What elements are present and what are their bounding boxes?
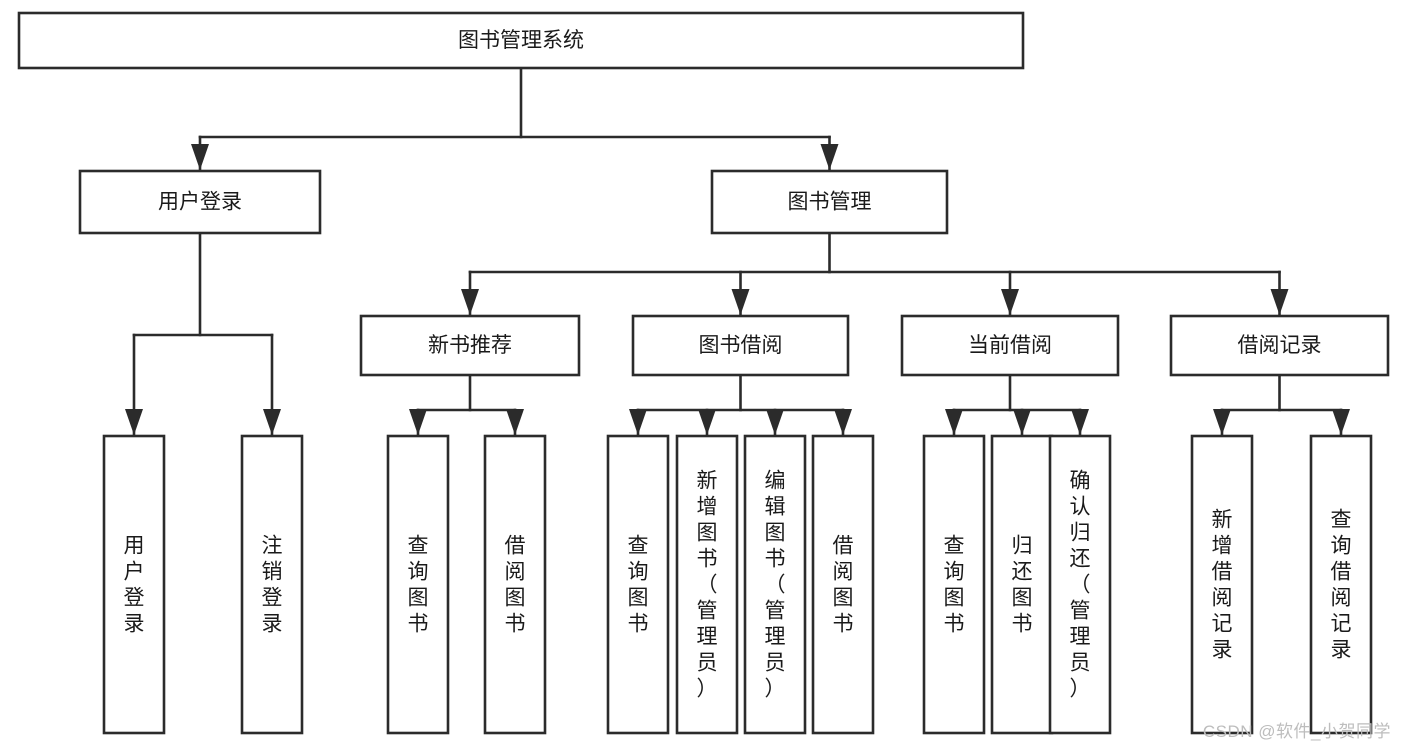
node-label-leaf-borrow-book: 借阅图书: [833, 535, 854, 636]
node-leaf-edit-book-admin[interactable]: 编辑图书（管理员）: [743, 434, 807, 735]
book-management-branch-arrow-0: [461, 289, 479, 315]
node-label-new-book-recommend: 新书推荐: [428, 334, 512, 357]
node-user-login[interactable]: 用户登录: [78, 169, 322, 235]
node-leaf-user-login[interactable]: 用户登录: [102, 434, 166, 735]
node-label-leaf-query-book-current: 查询图书: [944, 535, 965, 636]
book-management-branch-arrow-1: [731, 289, 750, 315]
current-borrow-branch-arrow-1: [1013, 409, 1031, 435]
node-label-leaf-confirm-return-admin: 确认归还（管理员）: [1070, 470, 1091, 701]
node-label-leaf-add-borrow-record: 新增借阅记录: [1212, 509, 1233, 662]
node-box-leaf-add-borrow-record: [1190, 434, 1254, 735]
node-box-leaf-borrow-book: [811, 434, 875, 735]
node-leaf-borrow-book-recommend[interactable]: 借阅图书: [483, 434, 547, 735]
node-box-leaf-borrow-book-recommend: [483, 434, 547, 735]
user-login-branch-arrow-1: [263, 409, 281, 435]
node-leaf-return-book[interactable]: 归还图书: [990, 434, 1054, 735]
book-management-branch-arrow-2: [1001, 289, 1019, 315]
node-box-user-login: [78, 169, 322, 235]
node-new-book-recommend[interactable]: 新书推荐: [359, 314, 581, 377]
node-box-book-borrow: [631, 314, 850, 377]
node-leaf-query-book-recommend[interactable]: 查询图书: [386, 434, 450, 735]
borrow-record-branch-arrow-1: [1332, 409, 1350, 435]
node-leaf-borrow-book[interactable]: 借阅图书: [811, 434, 875, 735]
root-branch-arrow-0: [191, 144, 209, 170]
node-label-borrow-record: 借阅记录: [1238, 334, 1322, 357]
node-label-leaf-query-borrow-record: 查询借阅记录: [1331, 509, 1352, 662]
node-label-leaf-user-login: 用户登录: [124, 535, 145, 636]
node-leaf-query-borrow-record[interactable]: 查询借阅记录: [1309, 434, 1373, 735]
node-label-user-login: 用户登录: [158, 191, 242, 214]
node-box-leaf-add-book-admin: [675, 434, 739, 735]
node-label-leaf-query-book-recommend: 查询图书: [408, 535, 429, 636]
node-root[interactable]: 图书管理系统: [17, 11, 1025, 70]
node-box-borrow-record: [1169, 314, 1390, 377]
node-label-book-borrow: 图书借阅: [699, 334, 783, 357]
book-borrow-branch-arrow-0: [629, 409, 647, 435]
watermark-text: CSDN @软件_小贺同学: [1202, 722, 1391, 741]
node-box-leaf-edit-book-admin: [743, 434, 807, 735]
connector-layer: [125, 66, 1350, 436]
node-label-leaf-query-book-borrow: 查询图书: [628, 535, 649, 636]
node-leaf-logout[interactable]: 注销登录: [240, 434, 304, 735]
node-leaf-add-book-admin[interactable]: 新增图书（管理员）: [675, 434, 739, 735]
node-box-root: [17, 11, 1025, 70]
book-borrow-branch-arrow-3: [834, 409, 852, 435]
node-label-leaf-edit-book-admin: 编辑图书（管理员）: [765, 470, 786, 701]
current-borrow-branch-arrow-0: [945, 409, 963, 435]
node-box-current-borrow: [900, 314, 1120, 377]
node-label-leaf-add-book-admin: 新增图书（管理员）: [697, 470, 718, 701]
node-box-leaf-logout: [240, 434, 304, 735]
node-box-new-book-recommend: [359, 314, 581, 377]
new-book-recommend-branch-arrow-1: [506, 409, 524, 435]
node-leaf-add-borrow-record[interactable]: 新增借阅记录: [1190, 434, 1254, 735]
node-layer: 图书管理系统用户登录图书管理新书推荐图书借阅当前借阅借阅记录用户登录注销登录查询…: [17, 11, 1390, 735]
node-label-root: 图书管理系统: [458, 29, 584, 52]
node-box-leaf-return-book: [990, 434, 1054, 735]
user-login-branch-arrow-0: [125, 409, 143, 435]
node-label-leaf-borrow-book-recommend: 借阅图书: [505, 535, 526, 636]
node-box-leaf-confirm-return-admin: [1048, 434, 1112, 735]
book-borrow-branch-arrow-1: [698, 409, 716, 435]
node-label-leaf-logout: 注销登录: [262, 535, 283, 636]
node-box-leaf-query-borrow-record: [1309, 434, 1373, 735]
node-label-current-borrow: 当前借阅: [968, 334, 1052, 357]
current-borrow-branch-arrow-2: [1071, 409, 1089, 435]
node-box-book-management: [710, 169, 949, 235]
node-borrow-record[interactable]: 借阅记录: [1169, 314, 1390, 377]
borrow-record-branch-arrow-0: [1213, 409, 1231, 435]
node-box-leaf-user-login: [102, 434, 166, 735]
node-box-leaf-query-book-current: [922, 434, 986, 735]
node-box-leaf-query-book-borrow: [606, 434, 670, 735]
node-label-leaf-return-book: 归还图书: [1012, 535, 1033, 636]
book-management-branch-arrow-3: [1270, 289, 1289, 315]
book-borrow-branch-arrow-2: [766, 409, 784, 435]
node-label-book-management: 图书管理: [788, 191, 872, 214]
node-leaf-query-book-current[interactable]: 查询图书: [922, 434, 986, 735]
node-box-leaf-query-book-recommend: [386, 434, 450, 735]
node-leaf-confirm-return-admin[interactable]: 确认归还（管理员）: [1048, 434, 1112, 735]
node-leaf-query-book-borrow[interactable]: 查询图书: [606, 434, 670, 735]
root-branch-arrow-1: [820, 144, 839, 170]
node-book-borrow[interactable]: 图书借阅: [631, 314, 850, 377]
new-book-recommend-branch-arrow-0: [409, 409, 427, 435]
node-current-borrow[interactable]: 当前借阅: [900, 314, 1120, 377]
node-book-management[interactable]: 图书管理: [710, 169, 949, 235]
